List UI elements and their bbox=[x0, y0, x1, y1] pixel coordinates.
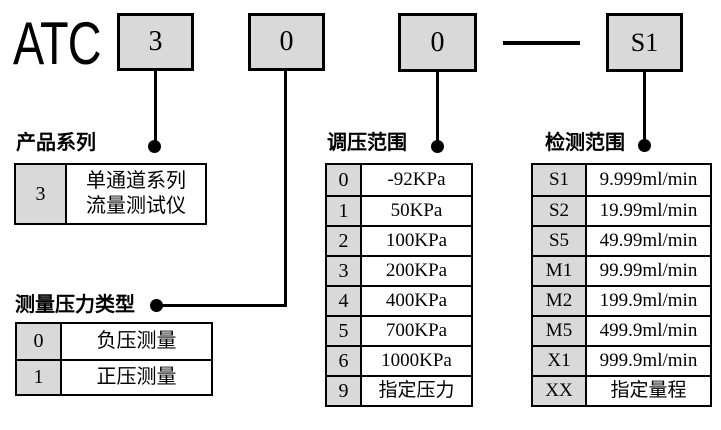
separator-dash bbox=[503, 41, 580, 45]
desc-cell: 999.9ml/min bbox=[599, 350, 698, 372]
heading-pressure-type: 测量压力类型 bbox=[15, 294, 135, 316]
table-row: M1 99.99ml/min bbox=[533, 255, 710, 285]
table-row: M5 499.9ml/min bbox=[533, 315, 710, 345]
code-cell: M1 bbox=[533, 257, 587, 285]
desc-cell: 199.9ml/min bbox=[599, 290, 698, 312]
table-row: X1 999.9ml/min bbox=[533, 345, 710, 375]
desc-cell: 负压测量 bbox=[96, 330, 177, 352]
table-row: 2 100KPa bbox=[327, 225, 471, 255]
heading-detection-range: 检测范围 bbox=[545, 132, 625, 154]
brand-label: ATC bbox=[13, 10, 102, 77]
table-row: 3 200KPa bbox=[327, 255, 471, 285]
connector-dot-pressure-type bbox=[150, 299, 163, 312]
table-product-series: 3 单通道系列 流量测试仪 bbox=[14, 163, 207, 225]
desc-cell: 400KPa bbox=[385, 290, 448, 312]
connector-line-pressure-type-vertical bbox=[284, 70, 287, 306]
desc-cell: 499.9ml/min bbox=[599, 320, 698, 342]
code-cell: S1 bbox=[533, 165, 587, 195]
connector-dot-series bbox=[148, 140, 161, 153]
table-row: 4 400KPa bbox=[327, 285, 471, 315]
desc-cell: 正压测量 bbox=[96, 366, 177, 388]
connector-line-pressure-range bbox=[436, 71, 439, 141]
desc-cell: 19.99ml/min bbox=[599, 200, 698, 222]
code-cell: 5 bbox=[327, 317, 362, 345]
desc-cell: 100KPa bbox=[385, 230, 448, 252]
code-cell: 0 bbox=[327, 165, 362, 195]
code-box-series: 3 bbox=[117, 13, 194, 71]
table-row: S1 9.999ml/min bbox=[533, 165, 710, 195]
table-row: 6 1000KPa bbox=[327, 345, 471, 375]
table-detection-range: S1 9.999ml/min S2 19.99ml/min S5 49.99ml… bbox=[531, 163, 712, 407]
code-cell: M2 bbox=[533, 287, 587, 315]
code-cell: S5 bbox=[533, 227, 587, 255]
code-box-pressure-range: 0 bbox=[398, 13, 477, 72]
table-pressure-type: 0 负压测量 1 正压测量 bbox=[15, 322, 213, 396]
code-cell: 6 bbox=[327, 347, 362, 375]
desc-cell: 9.999ml/min bbox=[599, 169, 698, 191]
code-cell: X1 bbox=[533, 347, 587, 375]
table-row: 0 负压测量 bbox=[17, 324, 211, 359]
code-cell: 1 bbox=[327, 197, 362, 225]
connector-dot-detection-range bbox=[638, 139, 651, 152]
desc-cell: 200KPa bbox=[385, 260, 448, 282]
code-cell: 2 bbox=[327, 227, 362, 255]
code-cell: 0 bbox=[17, 324, 62, 359]
desc-cell: 700KPa bbox=[385, 320, 448, 342]
code-box-detection-range: S1 bbox=[606, 13, 683, 72]
code-cell: 1 bbox=[17, 361, 62, 394]
code-cell: S2 bbox=[533, 197, 587, 225]
code-cell: M5 bbox=[533, 317, 587, 345]
connector-line-detection-range bbox=[643, 71, 646, 140]
desc-cell: 1000KPa bbox=[381, 350, 452, 372]
code-cell: 3 bbox=[327, 257, 362, 285]
table-row: XX 指定量程 bbox=[533, 375, 710, 405]
code-cell: XX bbox=[533, 377, 587, 405]
table-row: S2 19.99ml/min bbox=[533, 195, 710, 225]
desc-cell: -92KPa bbox=[387, 169, 446, 191]
table-row: 1 50KPa bbox=[327, 195, 471, 225]
table-row: 0 -92KPa bbox=[327, 165, 471, 195]
connector-dot-pressure-range bbox=[431, 140, 444, 153]
desc-cell: 99.99ml/min bbox=[599, 260, 698, 282]
connector-line-series bbox=[154, 70, 157, 141]
table-row: 5 700KPa bbox=[327, 315, 471, 345]
desc-cell: 指定量程 bbox=[610, 380, 687, 402]
code-cell: 4 bbox=[327, 287, 362, 315]
code-cell: 9 bbox=[327, 377, 362, 405]
code-cell: 3 bbox=[16, 165, 67, 223]
table-row: S5 49.99ml/min bbox=[533, 225, 710, 255]
heading-product-series: 产品系列 bbox=[16, 132, 96, 154]
desc-cell: 50KPa bbox=[390, 200, 443, 222]
desc-cell: 49.99ml/min bbox=[599, 230, 698, 252]
desc-cell: 指定压力 bbox=[378, 380, 455, 402]
table-row: 3 单通道系列 流量测试仪 bbox=[16, 165, 205, 223]
connector-line-pressure-type-horizontal bbox=[157, 304, 287, 307]
table-pressure-range: 0 -92KPa 1 50KPa 2 100KPa 3 200KPa 4 400… bbox=[325, 163, 473, 407]
desc-cell: 单通道系列 流量测试仪 bbox=[86, 170, 186, 217]
code-box-pressure-type: 0 bbox=[248, 13, 325, 71]
table-row: M2 199.9ml/min bbox=[533, 285, 710, 315]
table-row: 1 正压测量 bbox=[17, 359, 211, 394]
heading-pressure-range: 调压范围 bbox=[327, 132, 407, 154]
table-row: 9 指定压力 bbox=[327, 375, 471, 405]
